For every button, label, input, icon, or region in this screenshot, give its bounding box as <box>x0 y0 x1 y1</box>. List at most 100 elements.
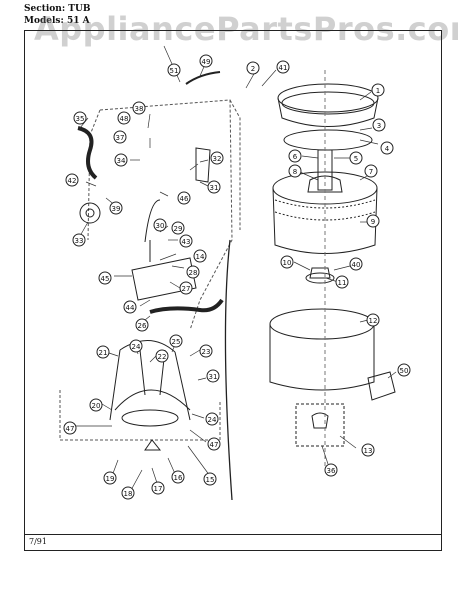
footer-bar: 7/91 <box>24 535 442 551</box>
svg-text:15: 15 <box>206 476 215 484</box>
svg-text:45: 45 <box>101 275 110 283</box>
svg-text:13: 13 <box>364 447 373 455</box>
callout-28: 28 <box>186 265 200 279</box>
callout-25: 25 <box>169 334 183 348</box>
callout-46: 46 <box>177 191 191 205</box>
callout-5: 5 <box>349 151 363 165</box>
callout-49: 49 <box>199 54 213 68</box>
svg-text:49: 49 <box>202 58 211 66</box>
callout-24a: 24 <box>129 339 143 353</box>
outer-tub-part <box>269 308 375 391</box>
callout-39: 39 <box>109 201 123 215</box>
svg-text:22: 22 <box>158 353 167 361</box>
svg-text:14: 14 <box>196 253 205 261</box>
watermark-text: AppliancePartsPros.com <box>34 10 458 48</box>
callout-48: 48 <box>117 111 131 125</box>
svg-text:26: 26 <box>138 322 147 330</box>
svg-text:46: 46 <box>180 195 189 203</box>
svg-text:25: 25 <box>172 338 181 346</box>
callout-6: 6 <box>288 149 302 163</box>
svg-text:27: 27 <box>182 285 191 293</box>
inlet-hose-part <box>185 71 221 85</box>
callout-18: 18 <box>121 486 135 500</box>
revision-date: 7/91 <box>29 537 47 546</box>
svg-text:41: 41 <box>279 64 288 72</box>
callout-2: 2 <box>246 61 260 75</box>
svg-text:21: 21 <box>99 349 108 357</box>
callout-9: 9 <box>366 214 380 228</box>
callout-38: 38 <box>132 101 146 115</box>
callout-35: 35 <box>73 111 87 125</box>
tub-ring-part <box>277 83 379 127</box>
callout-27: 27 <box>179 281 193 295</box>
svg-text:5: 5 <box>354 155 358 163</box>
svg-text:47: 47 <box>210 441 219 449</box>
callout-13: 13 <box>361 443 375 457</box>
callout-51: 51 <box>167 63 181 77</box>
svg-text:32: 32 <box>213 155 222 163</box>
svg-text:37: 37 <box>116 134 125 142</box>
svg-text:3: 3 <box>377 122 381 130</box>
callout-8: 8 <box>288 164 302 178</box>
hub-part <box>305 267 335 284</box>
cabinet-outline <box>59 99 241 441</box>
svg-text:1: 1 <box>376 87 380 95</box>
callout-14: 14 <box>193 249 207 263</box>
svg-text:48: 48 <box>120 115 129 123</box>
svg-text:11: 11 <box>338 279 347 287</box>
svg-text:18: 18 <box>124 490 133 498</box>
callout-17: 17 <box>151 481 165 495</box>
callout-12: 12 <box>366 313 380 327</box>
callout-42: 42 <box>65 173 79 187</box>
callout-26: 26 <box>135 318 149 332</box>
svg-text:10: 10 <box>283 259 292 267</box>
models-value: 51 A <box>66 16 90 26</box>
hose-part <box>77 126 98 180</box>
models-label: Models: <box>24 16 64 26</box>
svg-text:16: 16 <box>174 474 183 482</box>
svg-text:19: 19 <box>106 475 115 483</box>
callout-31: 31 <box>207 180 221 194</box>
callout-3: 3 <box>372 118 386 132</box>
valve-part <box>131 199 197 301</box>
callout-11: 11 <box>335 275 349 289</box>
callout-4: 4 <box>380 141 394 155</box>
svg-text:8: 8 <box>293 168 297 176</box>
drain-line <box>224 239 233 501</box>
callout-47b: 47 <box>207 437 221 451</box>
svg-text:30: 30 <box>156 222 165 230</box>
callout-23: 23 <box>199 344 213 358</box>
bearing-box <box>295 403 345 447</box>
leader-lines <box>76 45 397 493</box>
svg-text:50: 50 <box>400 367 409 375</box>
callout-33: 33 <box>72 233 86 247</box>
suspension-part <box>109 340 191 451</box>
callout-7: 7 <box>364 164 378 178</box>
callout-21: 21 <box>96 345 110 359</box>
svg-text:23: 23 <box>202 348 211 356</box>
svg-text:36: 36 <box>327 467 336 475</box>
callout-34: 34 <box>114 153 128 167</box>
callout-40: 40 <box>349 257 363 271</box>
pump-part <box>79 202 101 224</box>
callout-32: 32 <box>210 151 224 165</box>
svg-text:35: 35 <box>76 115 85 123</box>
callout-20: 20 <box>89 398 103 412</box>
callout-29: 29 <box>171 221 185 235</box>
bracket-part <box>195 147 211 183</box>
svg-text:20: 20 <box>92 402 101 410</box>
shield-part <box>367 371 396 401</box>
svg-text:24: 24 <box>132 343 141 351</box>
callout-44: 44 <box>123 300 137 314</box>
callout-47a: 47 <box>63 421 77 435</box>
models-header: Models: 51 A <box>24 16 90 26</box>
svg-text:33: 33 <box>75 237 84 245</box>
svg-text:40: 40 <box>352 261 361 269</box>
svg-text:24: 24 <box>208 416 217 424</box>
callout-bubbles: 1 2 41 3 4 5 6 7 8 9 10 40 11 12 50 13 3… <box>63 54 411 500</box>
svg-text:47: 47 <box>66 425 75 433</box>
svg-text:51: 51 <box>170 67 179 75</box>
svg-text:31: 31 <box>209 373 218 381</box>
callout-10: 10 <box>280 255 294 269</box>
